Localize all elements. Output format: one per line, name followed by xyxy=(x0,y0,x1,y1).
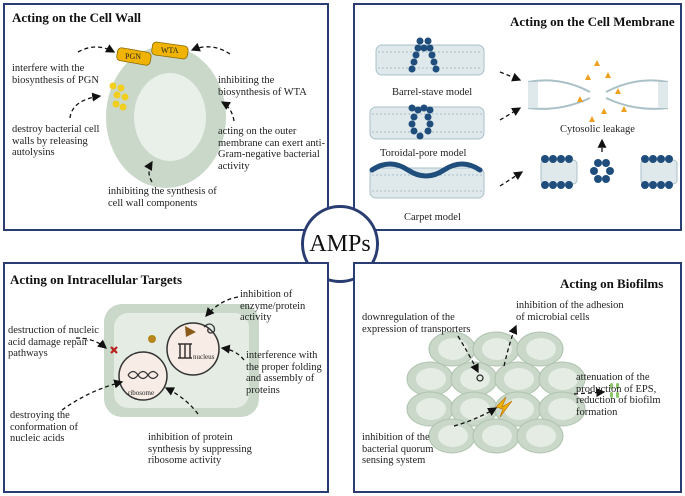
leakage-particles xyxy=(577,60,627,122)
enzyme-arrowhead xyxy=(185,326,196,337)
arrow-synthesis xyxy=(144,160,153,183)
biofilm-cell-inner xyxy=(548,368,578,390)
label-adhesion: inhibition of the adhesion of microbial … xyxy=(516,300,624,323)
biofilm-cell-inner xyxy=(526,338,556,360)
arrow-folding xyxy=(220,344,245,361)
nucleus-bars xyxy=(178,343,192,359)
biofilm-cell-inner xyxy=(504,398,534,420)
biofilm-cell-inner xyxy=(504,368,534,390)
biofilm-cells xyxy=(406,331,586,454)
folding-swirl-icon xyxy=(203,323,216,334)
biofilm-cell-inner xyxy=(460,398,490,420)
panel-title-biofilms: Acting on Biofilms xyxy=(560,276,664,291)
biofilm-cell-inner xyxy=(460,368,490,390)
bacterial-cell-inner xyxy=(134,73,206,161)
membrane-carpet xyxy=(369,161,485,199)
arrow-adhesion xyxy=(503,324,518,367)
damage-cross-icon xyxy=(110,346,118,354)
membrane-barrel xyxy=(375,37,485,76)
signal-bolt-icon xyxy=(495,396,513,418)
arrow-transporters xyxy=(457,335,479,374)
arrow-protein xyxy=(164,387,199,415)
biofilm-cell-inner xyxy=(526,425,556,447)
panel-title-cell-membrane: Acting on the Cell Membrane xyxy=(510,14,675,29)
arrow-wta xyxy=(190,42,231,55)
micelle-fragments xyxy=(540,155,678,189)
label-transporters: downregulation of the expression of tran… xyxy=(362,312,471,335)
biofilm-cell-inner xyxy=(438,338,468,360)
label-conformation: destroying the conformation of nucleic a… xyxy=(10,410,78,444)
arrow-carpet xyxy=(499,171,524,187)
label-quorum: inhibition of the bacterial quorum sensi… xyxy=(362,432,434,466)
label-repair: destruction of nucleic acid damage repai… xyxy=(8,325,99,359)
label-protein: inhibition of protein synthesis by suppr… xyxy=(148,432,252,466)
transporter-dot xyxy=(476,374,484,382)
panel-title-intracellular: Acting on Intracellular Targets xyxy=(10,272,183,287)
panel-intracellular xyxy=(3,262,329,493)
label-ribosome: ribosome xyxy=(128,389,155,397)
biofilm-cell-inner xyxy=(482,338,512,360)
biofilm-cell-inner xyxy=(416,398,446,420)
peptide-dot xyxy=(148,335,156,343)
autolysin-dots xyxy=(109,82,129,111)
label-toroidal: Toroidal-pore model xyxy=(380,148,467,159)
ribosome-circle xyxy=(118,351,168,401)
arrow-destroy xyxy=(69,92,102,119)
arrow-toroidal xyxy=(499,107,522,121)
biofilm-cell-inner xyxy=(548,398,578,420)
eps-droplets xyxy=(610,383,619,398)
pgn-badge xyxy=(116,47,152,66)
arrow-repair xyxy=(75,337,107,349)
label-wta: inhibiting the biosynthesis of WTA xyxy=(218,75,307,98)
dna-helix xyxy=(127,370,159,380)
label-pgn: interfere with the biosynthesis of PGN xyxy=(12,63,99,86)
arrow-barrel xyxy=(499,71,522,82)
label-folding: interference with the proper folding and… xyxy=(246,350,322,396)
panel-title-cell-wall: Acting on the Cell Wall xyxy=(12,10,142,25)
badge-wta-label: WTA xyxy=(161,46,179,55)
membrane-toroidal xyxy=(369,104,485,140)
amps-label: AMPs xyxy=(309,230,371,257)
label-enzyme: inhibition of enzyme/protein activity xyxy=(240,289,306,323)
badge-pgn-label: PGN xyxy=(125,52,142,61)
label-outer: acting on the outer membrane can exert a… xyxy=(218,126,325,172)
label-nucleus: nucleus xyxy=(193,353,215,361)
arrow-outer xyxy=(220,101,235,122)
label-carpet: Carpet model xyxy=(404,212,461,223)
label-synthesis: inhibiting the synthesis of cell wall co… xyxy=(108,186,217,209)
arrow-eps xyxy=(573,387,606,398)
label-eps: attenuation of the production of EPS, re… xyxy=(576,372,661,418)
arrow-quorum xyxy=(453,407,498,427)
arrow-pgn xyxy=(77,44,116,53)
biofilm-cell-inner xyxy=(416,368,446,390)
membrane-leakage xyxy=(527,79,669,110)
label-leakage: Cytosolic leakage xyxy=(560,124,635,135)
arrow-enzyme xyxy=(205,296,239,317)
wta-badge xyxy=(151,41,189,60)
label-destroy: destroy bacterial cell walls by releasin… xyxy=(12,124,100,158)
nucleus-circle xyxy=(166,322,220,376)
label-barrel: Barrel-stave model xyxy=(392,87,473,98)
biofilm-cell-inner xyxy=(482,425,512,447)
biofilm-cell-inner xyxy=(438,425,468,447)
